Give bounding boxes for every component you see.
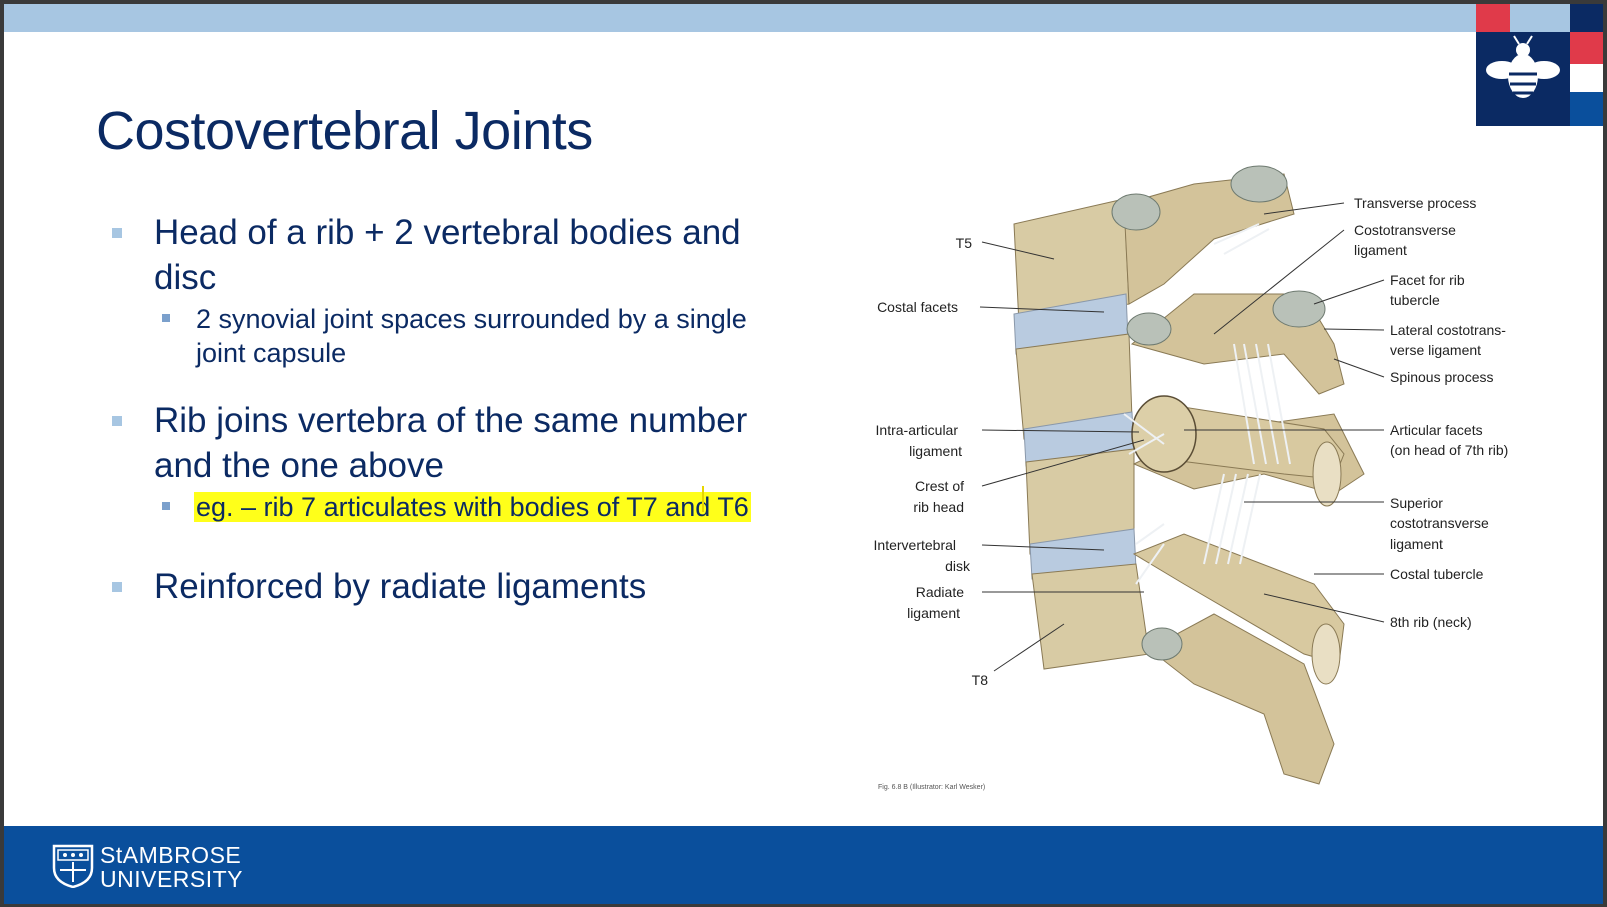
bee-logo-icon <box>1476 4 1603 126</box>
rib-7 <box>1131 395 1345 507</box>
costovertebral-joint-illustration: T5 Costal facets Intra-articular ligamen… <box>874 165 1508 791</box>
label-crest-2: rib head <box>913 499 964 515</box>
label-articular-facets-2: (on head of 7th rib) <box>1390 442 1508 458</box>
label-crest: Crest of <box>915 478 964 494</box>
vertebral-column <box>1013 165 1365 785</box>
label-facet-rib-tubercle-2: tubercle <box>1390 292 1440 308</box>
label-costotransverse: Costotransverse <box>1354 222 1456 238</box>
label-superior-costotransverse: Superior <box>1390 495 1443 511</box>
university-crest-icon <box>52 844 94 888</box>
label-lateral-costotransverse: Lateral costotrans- <box>1390 322 1506 338</box>
leader-lines <box>979 202 1385 672</box>
sub-bullet-text: 2 synovial joint spaces surrounded by a … <box>196 304 747 368</box>
slide-title: Costovertebral Joints <box>96 101 593 161</box>
bullet-text: Rib joins vertebra of the same number an… <box>154 401 748 485</box>
label-t5: T5 <box>956 235 973 251</box>
bullet-text: Head of a rib + 2 vertebral bodies and d… <box>154 213 741 297</box>
bullet-marker <box>112 416 122 426</box>
label-facet-rib-tubercle: Facet for rib <box>1390 272 1465 288</box>
label-costotransverse-2: ligament <box>1354 242 1407 258</box>
label-costal-tubercle: Costal tubercle <box>1390 566 1484 582</box>
label-intervertebral: Intervertebral <box>874 537 956 553</box>
sub-bullet-text: eg. – rib 7 articulates with bodies of T… <box>194 490 796 524</box>
label-intra-articular: Intra-articular <box>876 422 959 438</box>
label-lateral-costotransverse-2: verse ligament <box>1390 342 1481 358</box>
bullet-marker <box>112 582 122 592</box>
top-accent-band <box>4 4 1603 32</box>
figure-caption: Fig. 6.8 B (Illustrator: Karl Wesker) <box>878 784 985 791</box>
label-transverse-process: Transverse process <box>1354 195 1476 211</box>
label-spinous-process: Spinous process <box>1390 369 1494 385</box>
label-intervertebral-2: disk <box>945 558 971 574</box>
label-superior-costotransverse-3: ligament <box>1390 536 1443 552</box>
label-superior-costotransverse-2: costotransverse <box>1390 515 1489 531</box>
bullet-marker <box>112 228 122 238</box>
footer-band: StAMBROSE UNIVERSITY <box>4 826 1603 904</box>
slide: Costovertebral Joints Head of a rib + 2 … <box>4 4 1603 904</box>
text-cursor <box>702 486 704 512</box>
label-intra-articular-2: ligament <box>909 443 962 459</box>
label-8th-rib-neck: 8th rib (neck) <box>1390 614 1472 630</box>
highlighted-text: eg. – rib 7 articulates with bodies of T… <box>194 492 751 522</box>
label-radiate-2: ligament <box>907 605 960 621</box>
labels-right: Transverse process Costotransverse ligam… <box>1354 195 1508 630</box>
sub-bullet-marker <box>162 502 170 510</box>
university-name-line2: UNIVERSITY <box>100 866 244 892</box>
rib-8 <box>1132 533 1345 685</box>
university-name-line1: StAMBROSE <box>100 842 242 868</box>
label-t8: T8 <box>972 672 989 688</box>
university-name: StAMBROSE UNIVERSITY <box>100 843 243 891</box>
labels-left: T5 Costal facets Intra-articular ligamen… <box>874 235 989 688</box>
label-radiate: Radiate <box>916 584 964 600</box>
bullet-text: Reinforced by radiate ligaments <box>154 567 647 606</box>
ligament-fibers <box>1123 223 1291 585</box>
label-costal-facets: Costal facets <box>877 299 958 315</box>
label-articular-facets: Articular facets <box>1390 422 1483 438</box>
sub-bullet-marker <box>162 314 170 322</box>
